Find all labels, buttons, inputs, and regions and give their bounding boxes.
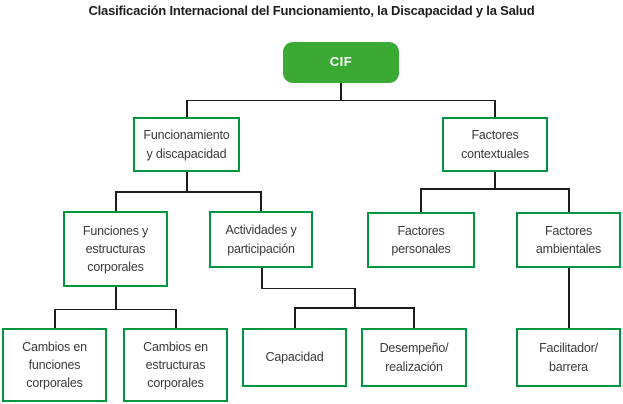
node-factores-personales: Factores personales xyxy=(367,212,475,268)
connector-actividades-bar xyxy=(294,307,414,309)
connector-funciones-bar xyxy=(54,308,176,310)
connector-to-capacidad xyxy=(294,307,296,328)
node-capacidad: Capacidad xyxy=(242,328,347,387)
connector-root-stem xyxy=(340,83,342,100)
node-actividades-y-participacion: Actividades y participación xyxy=(209,211,313,268)
connector-funciones-stem xyxy=(115,287,117,310)
connector-to-ambientales xyxy=(568,188,570,212)
connector-to-cambios-funciones xyxy=(54,308,56,328)
connector-to-actividades xyxy=(260,191,262,211)
node-cambios-en-funciones-corporales: Cambios en funciones corporales xyxy=(2,328,107,402)
node-desempeno-realizacion: Desempeño/ realización xyxy=(361,328,467,387)
connector-to-funciones-estructuras xyxy=(115,191,117,211)
connector-actividades-elbow xyxy=(261,287,355,289)
diagram-title: Clasificación Internacional del Funciona… xyxy=(88,3,535,18)
node-cambios-en-estructuras-corporales: Cambios en estructuras corporales xyxy=(123,328,228,402)
connector-actividades-stem xyxy=(261,268,263,289)
connector-to-facilitador xyxy=(568,268,570,328)
connector-root-bar xyxy=(186,99,495,101)
connector-to-contextuales xyxy=(494,99,496,118)
connector-contextuales-stem xyxy=(494,172,496,189)
node-cif: CIF xyxy=(283,42,399,83)
connector-to-cambios-estructuras xyxy=(175,308,177,328)
node-factores-ambientales: Factores ambientales xyxy=(516,212,621,268)
node-factores-contextuales: Factores contextuales xyxy=(442,117,548,172)
connector-to-personales xyxy=(420,188,422,212)
connector-funcionamiento-stem xyxy=(186,172,188,192)
node-funciones-y-estructuras-corporales: Funciones y estructuras corporales xyxy=(63,211,168,287)
connector-actividades-drop xyxy=(354,287,356,309)
connector-contextuales-bar xyxy=(420,188,569,190)
connector-funcionamiento-bar xyxy=(115,191,261,193)
node-facilitador-barrera: Facilitador/ barrera xyxy=(516,328,621,387)
node-funcionamiento-y-discapacidad: Funcionamiento y discapacidad xyxy=(133,117,240,172)
connector-to-desempeno xyxy=(413,307,415,328)
connector-to-funcionamiento xyxy=(186,99,188,118)
